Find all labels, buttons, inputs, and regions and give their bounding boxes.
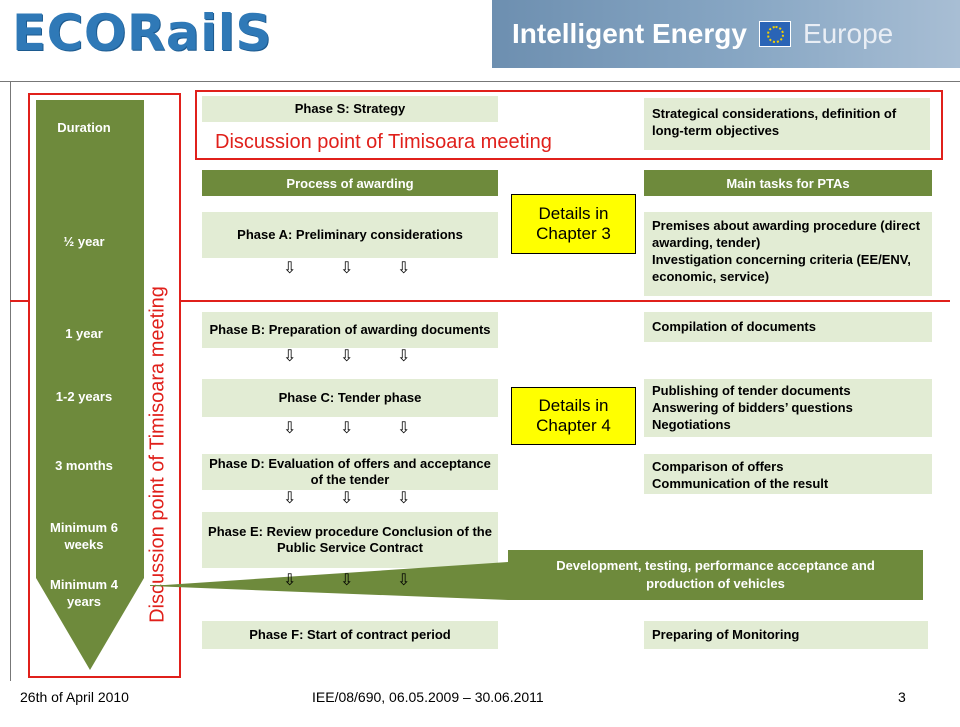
phase-d-task-1: Comparison of offers	[652, 459, 784, 474]
timisoara-vertical-box	[28, 93, 181, 678]
page-number: 3	[898, 689, 906, 705]
phase-f: Phase F: Start of contract period	[202, 621, 498, 649]
arrow-a-1: ⇩	[283, 260, 297, 277]
phase-c-task-3: Negotiations	[652, 417, 731, 432]
footer-project: IEE/08/690, 06.05.2009 – 30.06.2011	[312, 689, 544, 705]
vehicles-connector	[150, 585, 194, 586]
arrow-a-3: ⇩	[397, 260, 411, 277]
phase-a-tasks: Premises about awarding procedure (direc…	[644, 212, 932, 296]
red-divider-left	[10, 300, 30, 302]
phase-c-task-2: Answering of bidders’ questions	[652, 400, 853, 415]
program-title: Intelligent Energy	[512, 18, 747, 49]
arrow-b-2: ⇩	[340, 348, 354, 365]
arrow-c-1: ⇩	[283, 420, 297, 437]
iee-banner: Intelligent Energy Europe	[492, 0, 960, 68]
duration-phase-a: ½ year	[63, 234, 105, 249]
phase-c-tasks: Publishing of tender documents Answering…	[644, 379, 932, 437]
duration-contract: Minimum 4 years	[50, 577, 118, 609]
duration-phase-c: 1-2 years	[55, 389, 113, 404]
arrow-e-3: ⇩	[397, 572, 411, 589]
duration-phase-b: 1 year	[65, 326, 103, 341]
arrow-e-1: ⇩	[283, 572, 297, 589]
tasks-header: Main tasks for PTAs	[644, 170, 932, 196]
vehicles-box: Development, testing, performance accept…	[508, 550, 923, 600]
ecorails-logo: ECORailS	[12, 4, 272, 62]
details-chapter-3: Details in Chapter 3	[511, 194, 636, 254]
phase-b-task: Compilation of documents	[644, 312, 932, 342]
duration-phase-e: Minimum 6 weeks	[50, 520, 118, 552]
process-header: Process of awarding	[202, 170, 498, 196]
arrow-c-3: ⇩	[397, 420, 411, 437]
program-region: Europe	[802, 18, 894, 49]
phase-s-box	[195, 90, 943, 160]
header-divider	[0, 81, 960, 82]
arrow-b-3: ⇩	[397, 348, 411, 365]
phase-d: Phase D: Evaluation of offers and accept…	[202, 454, 498, 490]
phase-a-task-1: Premises about awarding procedure (direc…	[652, 218, 921, 250]
duration-arrow	[36, 100, 144, 670]
footer-date: 26th of April 2010	[20, 689, 129, 705]
arrow-a-2: ⇩	[340, 260, 354, 277]
arrow-d-2: ⇩	[340, 490, 354, 507]
phase-c-task-1: Publishing of tender documents	[652, 383, 851, 398]
arrow-b-1: ⇩	[283, 348, 297, 365]
phase-d-task-2: Communication of the result	[652, 476, 829, 491]
left-divider	[10, 81, 11, 681]
phase-d-tasks: Comparison of offers Communication of th…	[644, 454, 932, 494]
arrow-e-2: ⇩	[340, 572, 354, 589]
arrow-d-1: ⇩	[283, 490, 297, 507]
phase-b: Phase B: Preparation of awarding documen…	[202, 312, 498, 348]
phase-e: Phase E: Review procedure Conclusion of …	[202, 512, 498, 568]
arrow-c-2: ⇩	[340, 420, 354, 437]
phase-f-task: Preparing of Monitoring	[644, 621, 928, 649]
eu-flag-icon	[758, 21, 791, 47]
details-chapter-4: Details in Chapter 4	[511, 387, 636, 445]
phase-s-task: Strategical considerations, definition o…	[644, 98, 930, 150]
phase-a-task-2: Investigation concerning criteria (EE/EN…	[652, 252, 911, 284]
duration-title: Duration	[57, 120, 111, 135]
arrow-d-3: ⇩	[397, 490, 411, 507]
duration-phase-d: 3 months	[55, 458, 113, 473]
phase-a: Phase A: Preliminary considerations	[202, 212, 498, 258]
phase-s-discussion-note: Discussion point of Timisoara meeting	[215, 131, 552, 153]
red-divider-right	[180, 300, 950, 302]
phase-s-label: Phase S: Strategy	[202, 96, 498, 122]
phase-c: Phase C: Tender phase	[202, 379, 498, 417]
